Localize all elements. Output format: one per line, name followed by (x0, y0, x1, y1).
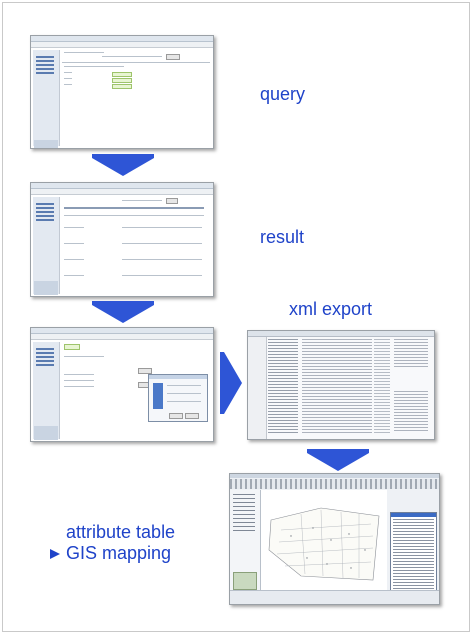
right-triangle-bullet-icon (50, 549, 60, 559)
xml-export-screenshot (247, 330, 435, 440)
gis-screenshot (229, 473, 440, 605)
window-menubar (31, 42, 213, 48)
window-titlebar (31, 36, 213, 42)
export-sidebar (33, 342, 60, 440)
query-screenshot (30, 35, 214, 149)
result-table (62, 197, 210, 293)
window-menubar (31, 189, 213, 195)
query-sidebar (33, 50, 60, 148)
attribute-table-window (390, 512, 437, 594)
query-label: query (260, 84, 306, 104)
gis-map-area (261, 490, 387, 590)
export-screenshot (30, 327, 214, 442)
xml-export-label: xml export (289, 299, 373, 319)
export-dialog-area (62, 342, 210, 438)
window-titlebar (31, 183, 213, 189)
map-parcels (268, 507, 380, 581)
attribute-table-label: attribute table (66, 522, 176, 542)
export-dialog (148, 374, 208, 422)
result-sidebar (33, 197, 60, 295)
down-arrow-icon (92, 154, 154, 176)
gis-mapping-label: GIS mapping (66, 543, 172, 563)
result-screenshot (30, 182, 214, 297)
right-arrow-icon (220, 352, 242, 414)
result-label: result (260, 227, 305, 247)
window-menubar (31, 334, 213, 340)
window-titlebar (31, 328, 213, 334)
query-form (62, 50, 210, 145)
down-arrow-icon (92, 301, 154, 323)
down-arrow-icon (307, 449, 369, 471)
